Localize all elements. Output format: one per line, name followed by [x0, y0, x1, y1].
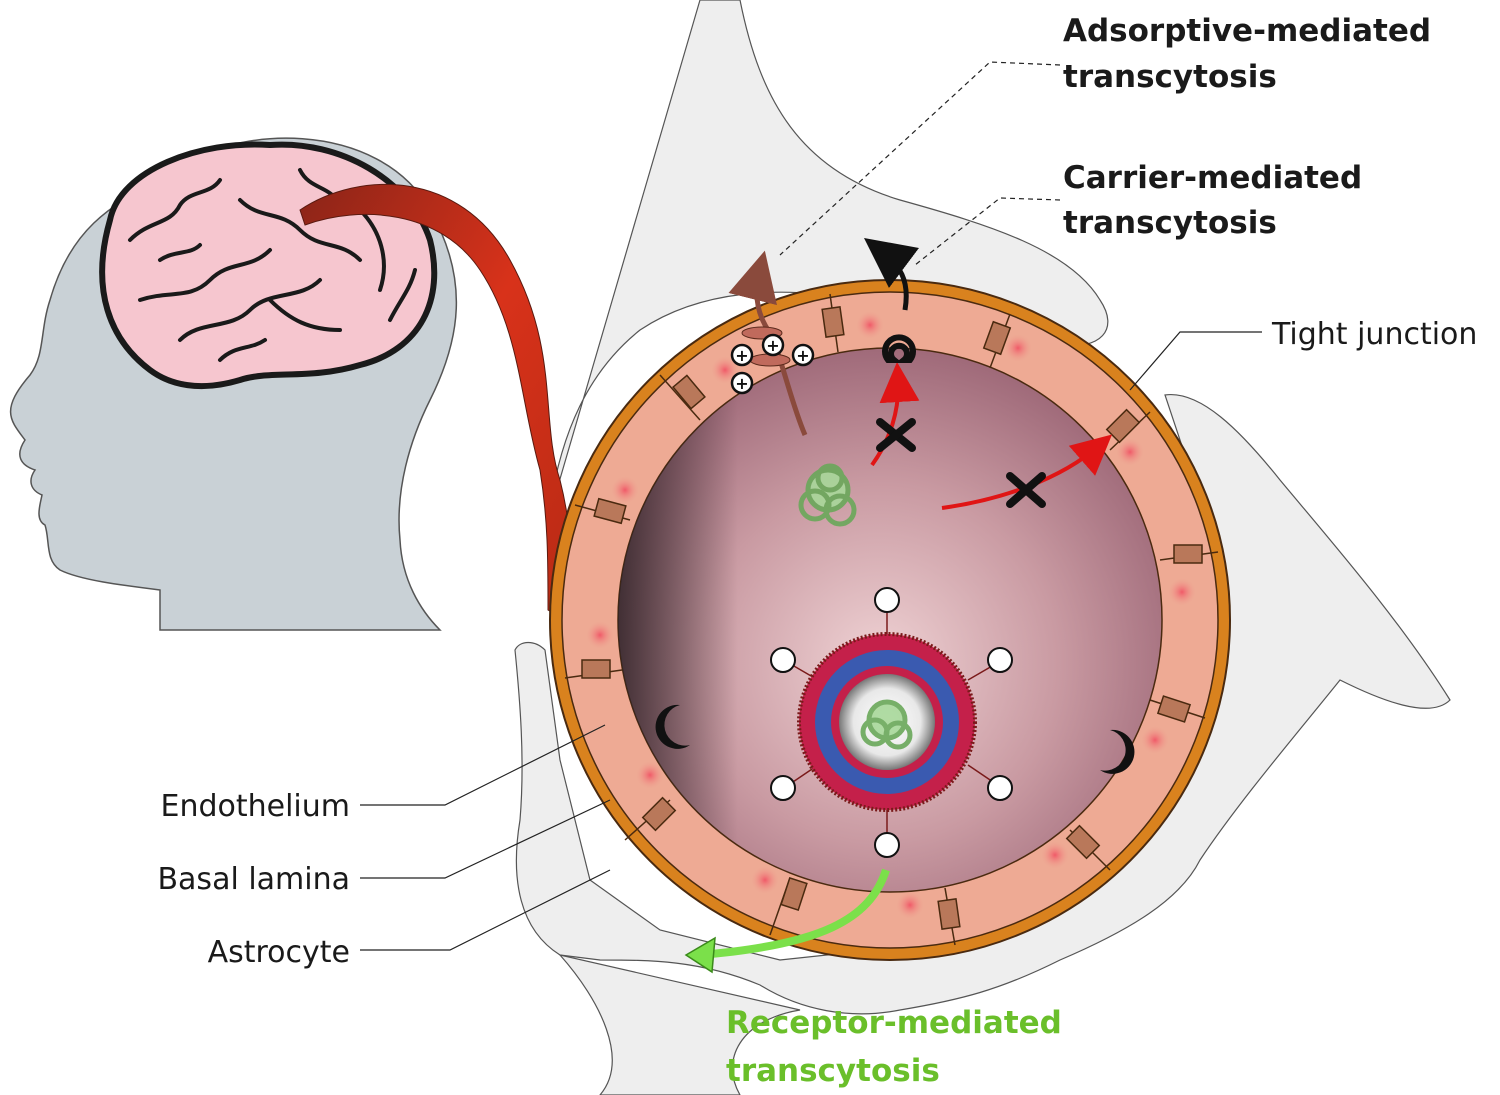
- svg-text:+: +: [796, 346, 809, 365]
- paracellular-pathway: [941, 434, 1113, 510]
- svg-text:+: +: [766, 336, 779, 355]
- tight-junctions: [581, 306, 1203, 930]
- label-basal-lamina: Basal lamina: [157, 862, 350, 897]
- label-astrocyte: Astrocyte: [208, 935, 350, 970]
- label-receptor-line2: transcytosis: [726, 1053, 940, 1089]
- svg-text:+: +: [735, 346, 748, 365]
- carrier-protein: [882, 334, 916, 363]
- leader-lines: [360, 61, 1262, 951]
- protein-cargo: [798, 463, 857, 527]
- x-mark-icon: [1006, 472, 1046, 508]
- label-tight-junction: Tight junction: [1271, 317, 1477, 352]
- ligand-heads: [770, 587, 1013, 858]
- adsorptive-pathway: + + + +: [728, 250, 815, 436]
- receptor-arrowhead: [684, 936, 716, 974]
- svg-text:+: +: [735, 374, 748, 393]
- label-carrier-line1: Carrier-mediated: [1063, 160, 1362, 196]
- capillary-cross-section: [549, 279, 1231, 961]
- plus-circle-icon: + + + +: [730, 333, 815, 395]
- lumen-shading: [618, 348, 1162, 892]
- brain: [99, 141, 438, 389]
- label-adsorptive-line1: Adsorptive-mediated: [1063, 13, 1431, 49]
- receptor-crescents: [655, 704, 1135, 885]
- label-carrier-line2: transcytosis: [1063, 205, 1277, 241]
- label-endothelium: Endothelium: [160, 789, 350, 824]
- label-receptor-line1: Receptor-mediated: [726, 1005, 1062, 1041]
- carrier-pathway: [864, 237, 920, 467]
- nanoparticle: [770, 587, 1013, 858]
- receptor-arrow: [699, 868, 890, 959]
- label-adsorptive-line2: transcytosis: [1063, 59, 1277, 95]
- x-mark-icon: [876, 418, 916, 452]
- nuclei: [586, 311, 1196, 919]
